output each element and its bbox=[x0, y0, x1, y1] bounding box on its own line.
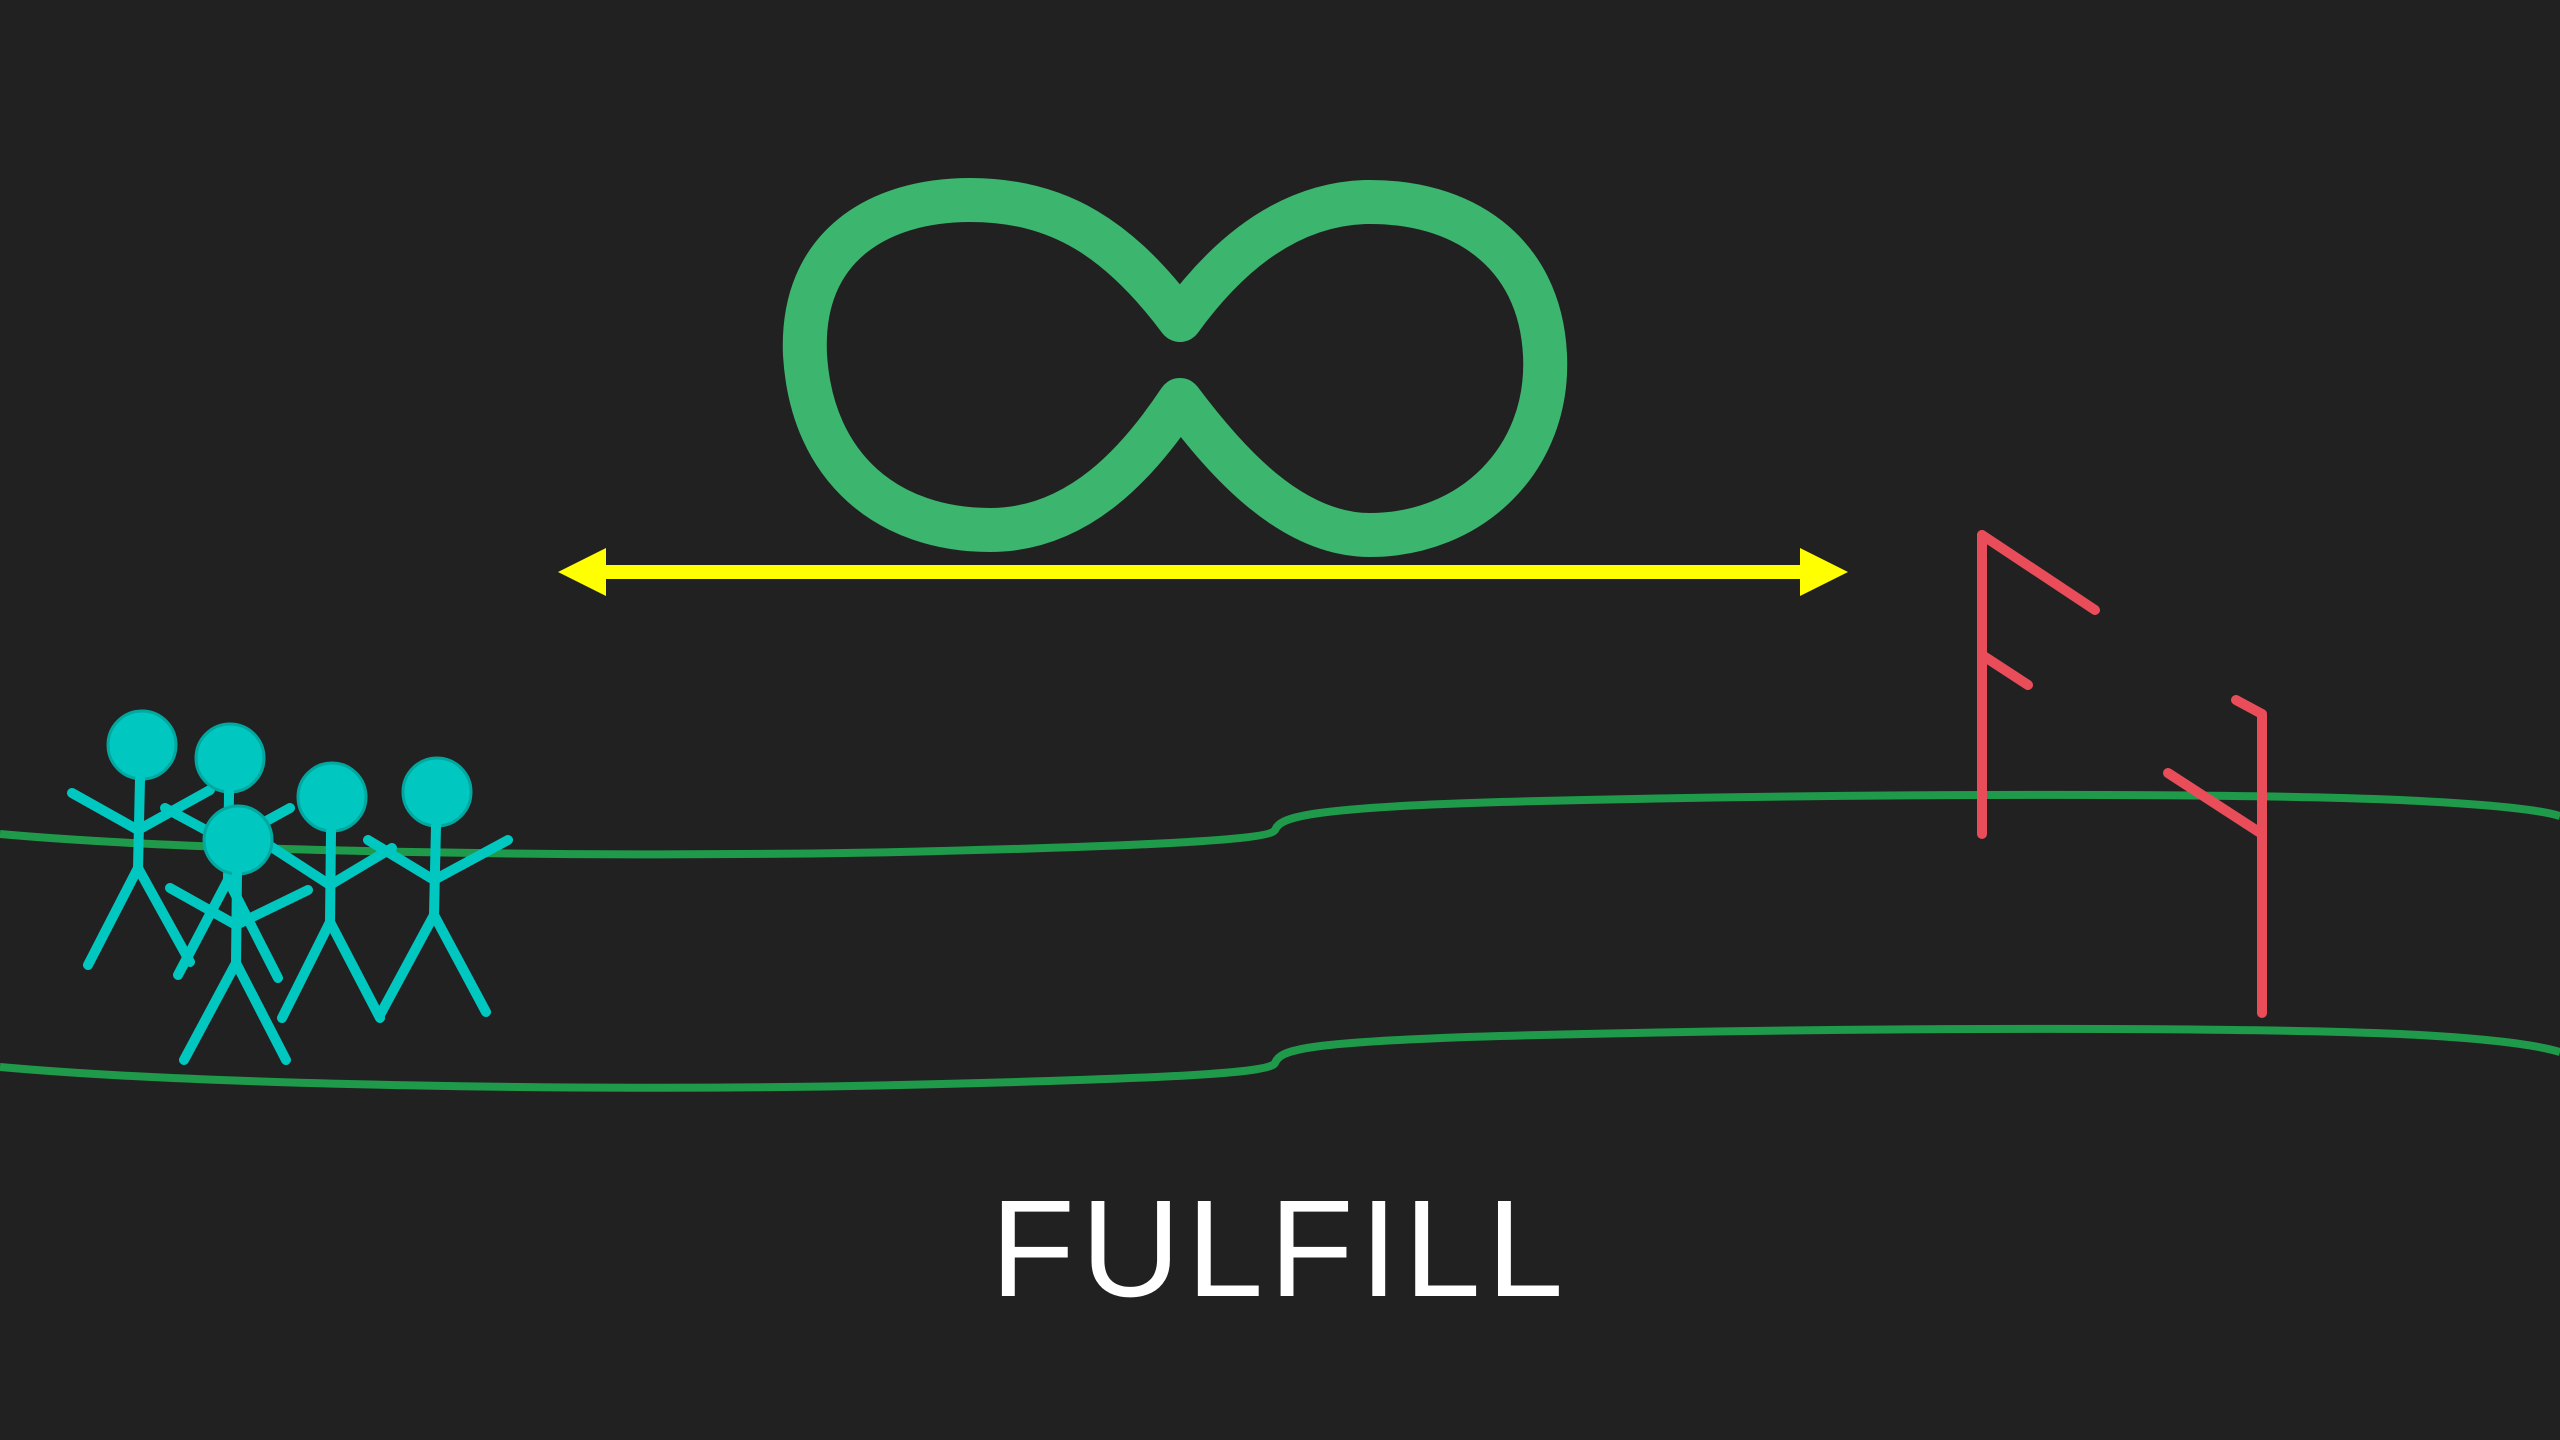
stick-figure-icon bbox=[363, 756, 513, 1020]
stick-figure-icon bbox=[265, 761, 397, 1023]
road-lower-edge bbox=[0, 1024, 2560, 1092]
double-arrow-icon bbox=[558, 548, 1848, 596]
caption-title: FULFILL bbox=[990, 1172, 1570, 1326]
infinity-icon bbox=[782, 178, 1568, 557]
stick-figure-icon bbox=[165, 804, 313, 1065]
stick-figure-icon bbox=[67, 709, 215, 970]
people-group bbox=[67, 709, 513, 1065]
hurdle-icon bbox=[1977, 530, 2267, 1018]
road-upper-edge bbox=[0, 790, 2560, 859]
